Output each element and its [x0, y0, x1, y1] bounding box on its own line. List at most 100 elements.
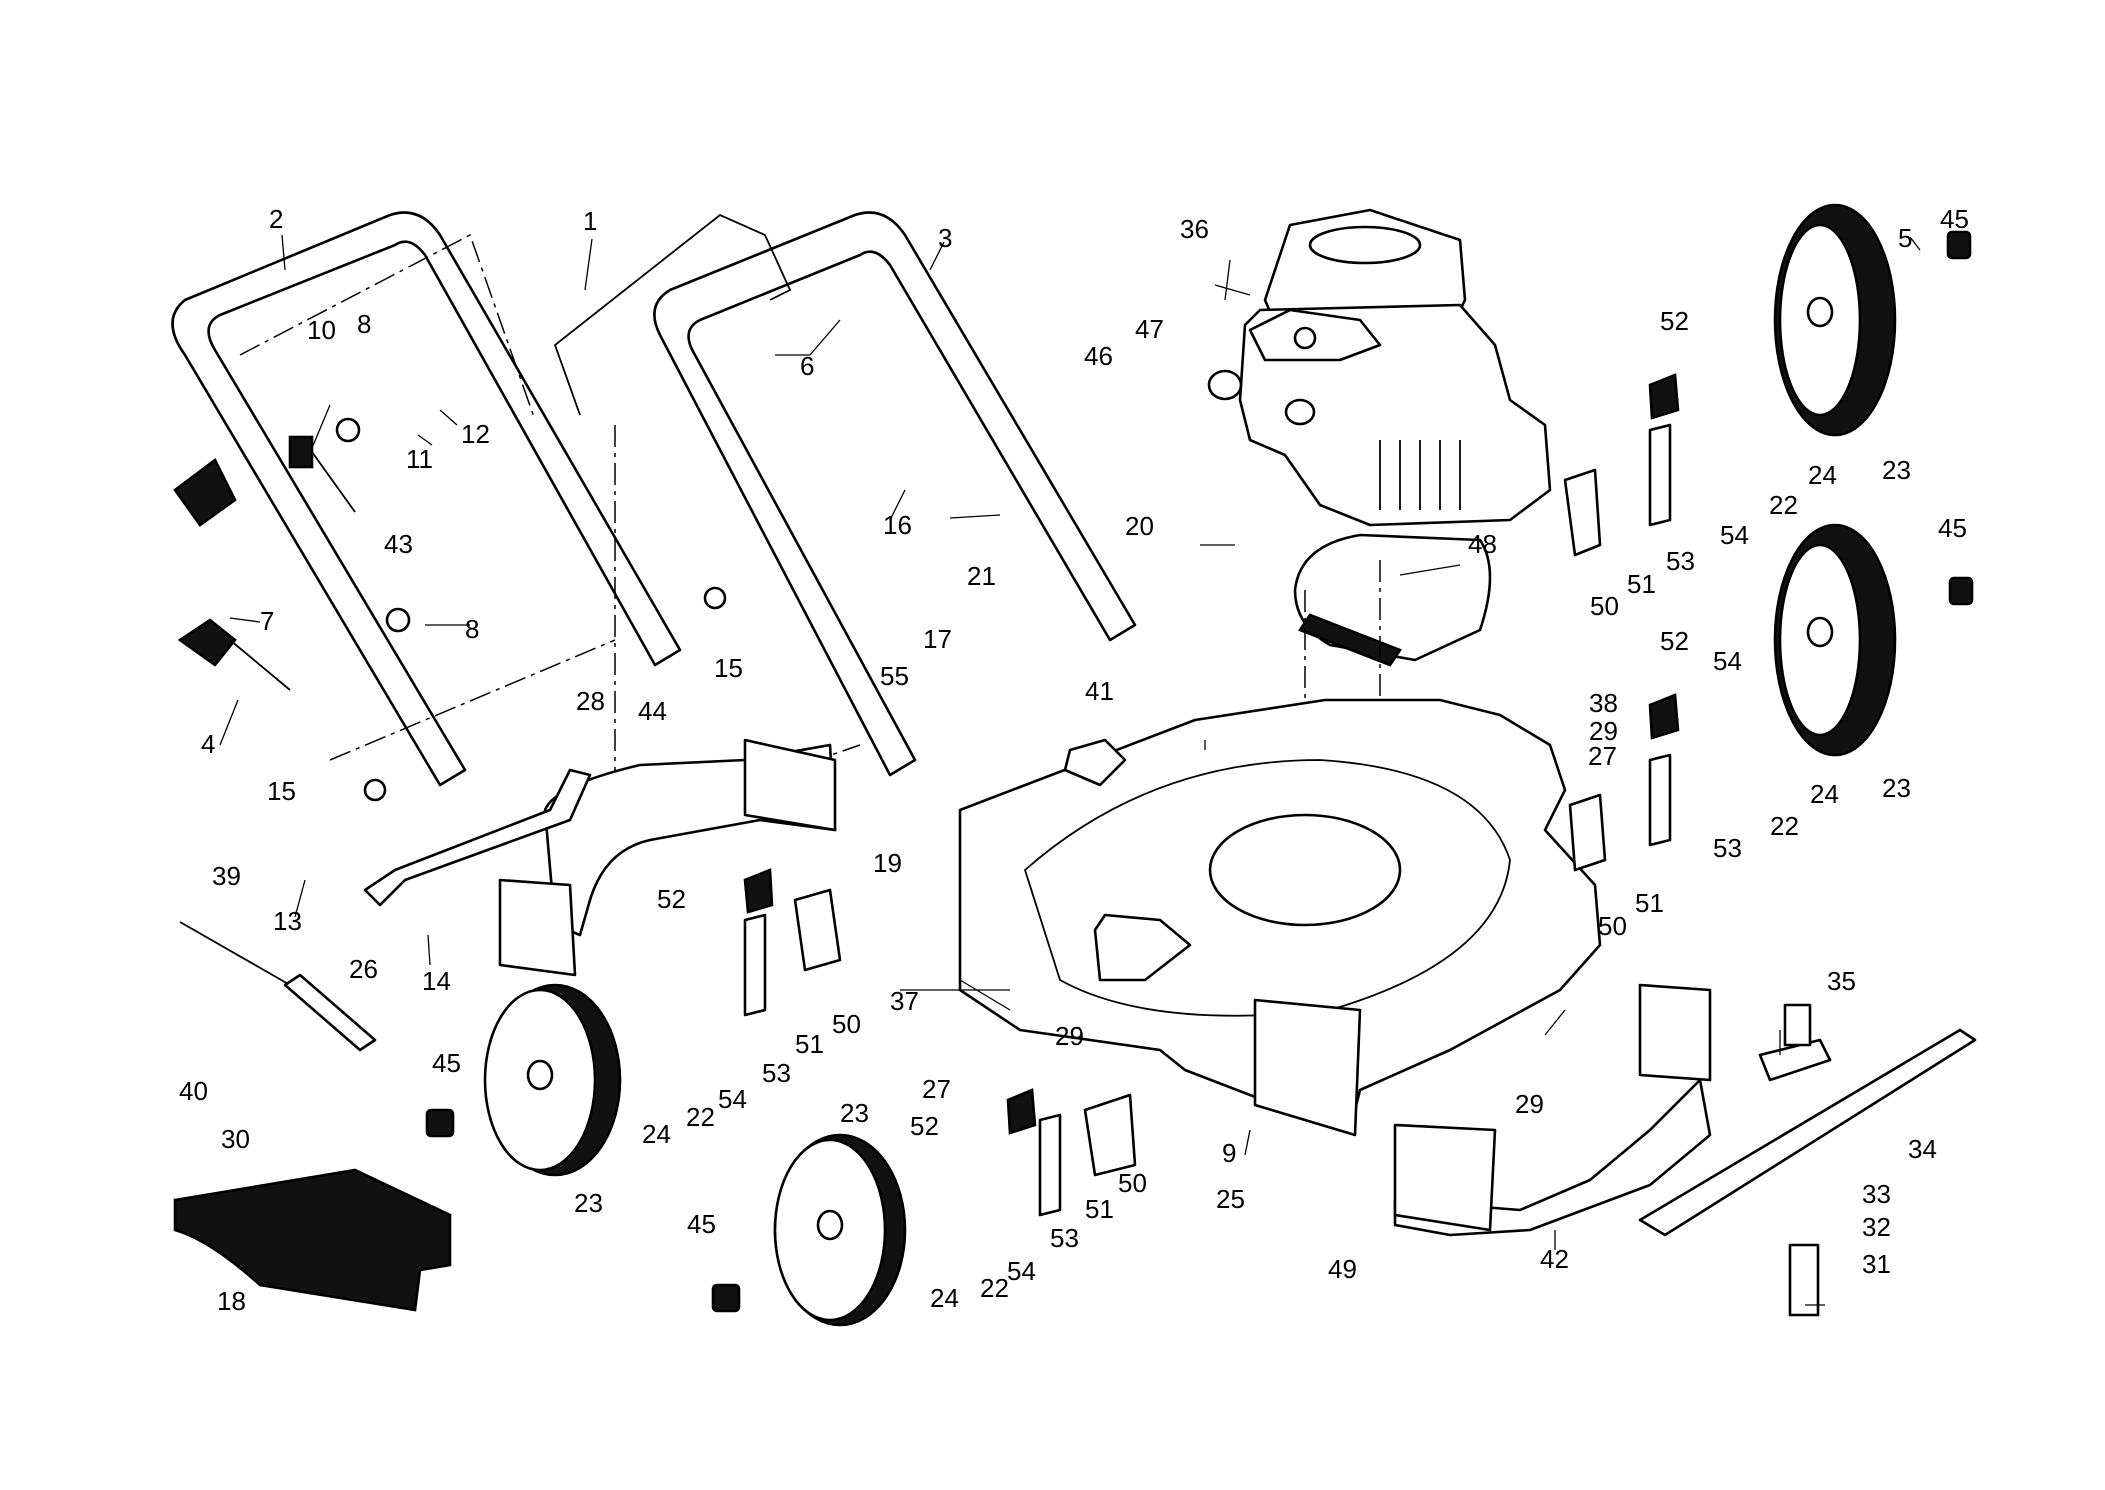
callout-17: 17 — [923, 624, 952, 654]
side-discharge-shield — [1393, 983, 1712, 1237]
washers-8-icon — [335, 417, 411, 633]
wing-nut-left-icon — [363, 586, 727, 802]
callout-53c: 53 — [762, 1058, 791, 1088]
callout-52c: 52 — [657, 884, 686, 914]
callout-47: 47 — [1135, 314, 1164, 344]
wheel-front-right-upper — [1773, 203, 1897, 437]
callout-38: 38 — [1589, 688, 1618, 718]
callout-22c: 22 — [686, 1102, 715, 1132]
callout-5a: 5 — [1898, 223, 1912, 253]
callout-48: 48 — [1468, 529, 1497, 559]
callout-52d: 52 — [910, 1111, 939, 1141]
callout-10: 10 — [307, 315, 336, 345]
callout-29c: 29 — [1515, 1089, 1544, 1119]
lower-handle-left — [171, 211, 682, 787]
callout-45a: 45 — [1940, 204, 1969, 234]
callout-9: 9 — [1222, 1138, 1236, 1168]
callout-43: 43 — [384, 529, 413, 559]
callout-53b: 53 — [1713, 833, 1742, 863]
callout-31: 31 — [1862, 1249, 1891, 1279]
mower-deck — [958, 698, 1602, 1137]
callout-51a: 51 — [1627, 569, 1656, 599]
callout-3: 3 — [938, 223, 952, 253]
control-bar — [553, 213, 792, 416]
callout-22b: 22 — [1770, 811, 1799, 841]
callout-34: 34 — [1908, 1134, 1937, 1164]
callout-8a: 8 — [357, 309, 371, 339]
callout-41: 41 — [1085, 676, 1114, 706]
callout-50c: 50 — [832, 1009, 861, 1039]
engine-icon — [1207, 208, 1552, 527]
callout-52a: 52 — [1660, 306, 1689, 336]
callout-45b: 45 — [1938, 513, 1967, 543]
callout-50b: 50 — [1598, 911, 1627, 941]
wheel-rear-left-lower — [773, 1133, 907, 1327]
callout-26: 26 — [349, 954, 378, 984]
rear-trailing-shield — [498, 738, 837, 977]
callout-54b: 54 — [1713, 646, 1742, 676]
callout-23d: 23 — [840, 1098, 869, 1128]
callout-28: 28 — [576, 686, 605, 716]
callout-37: 37 — [890, 986, 919, 1016]
callout-39: 39 — [212, 861, 241, 891]
callout-15a: 15 — [267, 776, 296, 806]
callout-21: 21 — [967, 561, 996, 591]
callout-50a: 50 — [1590, 591, 1619, 621]
callout-50d: 50 — [1118, 1168, 1147, 1198]
callout-6: 6 — [800, 351, 814, 381]
callout-29b: 29 — [1055, 1021, 1084, 1051]
callout-36: 36 — [1180, 214, 1209, 244]
handle-knob-icon — [177, 618, 291, 691]
callout-7: 7 — [260, 606, 274, 636]
deflector-chute — [173, 1168, 452, 1312]
callout-27b: 27 — [922, 1074, 951, 1104]
callout-53d: 53 — [1050, 1223, 1079, 1253]
callout-54a: 54 — [1720, 520, 1749, 550]
blade-adapter-and-blade — [1638, 1003, 1977, 1317]
callout-30: 30 — [221, 1124, 250, 1154]
callout-51c: 51 — [795, 1029, 824, 1059]
callout-42: 42 — [1540, 1244, 1569, 1274]
rear-axle-lever — [179, 768, 592, 1052]
callout-13: 13 — [273, 906, 302, 936]
callout-12: 12 — [461, 419, 490, 449]
callout-16: 16 — [883, 510, 912, 540]
callout-2: 2 — [269, 204, 283, 234]
callout-8b: 8 — [465, 614, 479, 644]
wheel-front-right-lower — [1773, 523, 1897, 757]
callout-54d: 54 — [1007, 1256, 1036, 1286]
callout-44: 44 — [638, 696, 667, 726]
callout-18: 18 — [217, 1286, 246, 1316]
callout-22a: 22 — [1769, 490, 1798, 520]
callout-24b: 24 — [1810, 779, 1839, 809]
lower-handle-right — [653, 211, 1137, 777]
callout-23c: 23 — [574, 1188, 603, 1218]
callout-14: 14 — [422, 966, 451, 996]
callout-45c: 45 — [432, 1048, 461, 1078]
callout-40: 40 — [179, 1076, 208, 1106]
callout-53a: 53 — [1666, 546, 1695, 576]
callout-23a: 23 — [1882, 455, 1911, 485]
callout-22d: 22 — [980, 1273, 1009, 1303]
callout-49: 49 — [1328, 1254, 1357, 1284]
callout-45d: 45 — [687, 1209, 716, 1239]
callout-23b: 23 — [1882, 773, 1911, 803]
callout-35: 35 — [1827, 966, 1856, 996]
callout-4: 4 — [201, 729, 215, 759]
hubcaps-icon — [425, 230, 1974, 1313]
callout-54c: 54 — [718, 1084, 747, 1114]
callout-46: 46 — [1084, 341, 1113, 371]
leader-lines — [219, 234, 1921, 1306]
callout-51b: 51 — [1635, 888, 1664, 918]
callout-51d: 51 — [1085, 1194, 1114, 1224]
rope-guide-icon — [173, 458, 237, 527]
callout-32: 32 — [1862, 1212, 1891, 1242]
height-adjuster-brackets — [743, 373, 1680, 1217]
callout-11: 11 — [406, 444, 433, 474]
cable-clip-icon — [288, 435, 356, 513]
callout-55: 55 — [880, 661, 909, 691]
callout-1: 1 — [583, 206, 597, 236]
callout-24d: 24 — [930, 1283, 959, 1313]
callout-33: 33 — [1862, 1179, 1891, 1209]
